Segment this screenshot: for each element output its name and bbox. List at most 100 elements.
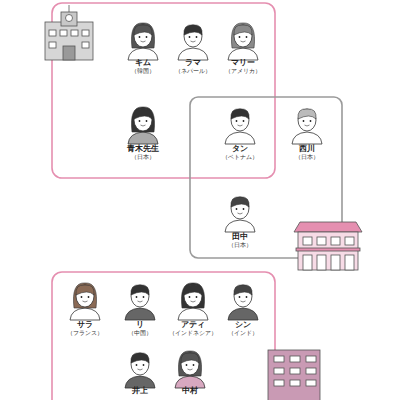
hair-back <box>178 351 201 376</box>
person-figure <box>178 25 208 60</box>
head <box>231 197 249 219</box>
eye <box>88 296 90 298</box>
shoulders <box>70 308 100 320</box>
person-country: （日本） <box>294 153 320 160</box>
eye <box>143 296 145 298</box>
shoulders <box>292 132 322 144</box>
eye <box>196 36 198 38</box>
person-label: マリー（アメリカ） <box>224 58 262 74</box>
person-name: 田中 <box>227 232 253 241</box>
person-label: 青木先生（日本） <box>126 144 160 160</box>
person-label: サラ（フランス） <box>66 320 104 336</box>
hair <box>234 285 252 295</box>
hair <box>298 109 316 119</box>
mouth <box>191 41 196 42</box>
eye <box>136 296 138 298</box>
person-figure <box>175 351 205 388</box>
person-figure <box>225 197 255 232</box>
person-label: 田中（日本） <box>227 232 253 248</box>
head <box>234 285 252 307</box>
shoulders <box>225 220 255 232</box>
head <box>234 25 252 47</box>
person-name: 西川 <box>294 144 320 153</box>
hair <box>184 25 202 35</box>
eye <box>139 120 141 122</box>
eye <box>239 296 241 298</box>
mouth <box>138 301 143 302</box>
person-figure <box>178 283 208 320</box>
person-figure <box>125 353 155 388</box>
head <box>131 285 149 307</box>
head <box>76 285 94 307</box>
head <box>134 25 152 47</box>
hair <box>234 25 252 35</box>
head <box>231 109 249 131</box>
person-figure <box>128 107 158 144</box>
person-label: アティ（インドネシア） <box>168 320 218 336</box>
person-name: アティ <box>168 320 218 329</box>
mouth <box>238 213 243 214</box>
person-label: 西川（日本） <box>294 144 320 160</box>
head <box>134 109 152 131</box>
eye <box>143 364 145 366</box>
eye <box>236 120 238 122</box>
person-name: タン <box>221 144 259 153</box>
person-country: （ベトナム） <box>221 153 259 160</box>
person-name: リ <box>127 320 153 329</box>
mouth <box>238 125 243 126</box>
eye <box>303 120 305 122</box>
hair <box>134 25 152 35</box>
person-label: キム（韓国） <box>130 58 156 74</box>
eye <box>81 296 83 298</box>
hair <box>231 197 249 207</box>
person-country: （日本） <box>227 241 253 248</box>
mouth <box>188 369 193 370</box>
hair <box>231 109 249 119</box>
eye <box>139 36 141 38</box>
mouth <box>191 301 196 302</box>
person-country: （フランス） <box>66 329 104 336</box>
mouth <box>83 301 88 302</box>
eye <box>243 208 245 210</box>
shoulders <box>178 308 208 320</box>
person-name: 井上 <box>131 386 149 395</box>
mouth <box>141 41 146 42</box>
eye <box>246 296 248 298</box>
shoulders <box>228 308 258 320</box>
school-icon <box>45 5 93 60</box>
head <box>184 25 202 47</box>
mouth <box>138 369 143 370</box>
eye <box>196 296 198 298</box>
person-name: サラ <box>66 320 104 329</box>
hair-back <box>73 283 96 308</box>
person-country: （アメリカ） <box>224 67 262 74</box>
apartment-icon <box>294 222 362 270</box>
person-figure <box>128 23 158 60</box>
head <box>131 353 149 375</box>
person-name: ラマ <box>174 58 212 67</box>
hair-back <box>131 23 154 48</box>
hair-back <box>231 23 254 48</box>
head <box>298 109 316 131</box>
head <box>184 285 202 307</box>
person-country: （韓国） <box>130 67 156 74</box>
person-country: （インドネシア） <box>168 329 218 336</box>
eye <box>146 120 148 122</box>
mouth <box>305 125 310 126</box>
eye <box>236 208 238 210</box>
person-figure <box>292 109 322 144</box>
hair <box>181 353 199 363</box>
hair-back <box>131 107 154 132</box>
person-label: リ（中国） <box>127 320 153 336</box>
mouth <box>241 301 246 302</box>
head <box>181 353 199 375</box>
person-label: 中村 <box>181 386 199 395</box>
company-group <box>52 272 275 400</box>
hair <box>184 285 202 295</box>
person-country: （ネパール） <box>174 67 212 74</box>
person-country: （日本） <box>126 153 160 160</box>
hair <box>76 285 94 295</box>
hair-back <box>181 283 204 308</box>
eye <box>246 36 248 38</box>
person-figure <box>228 23 258 60</box>
